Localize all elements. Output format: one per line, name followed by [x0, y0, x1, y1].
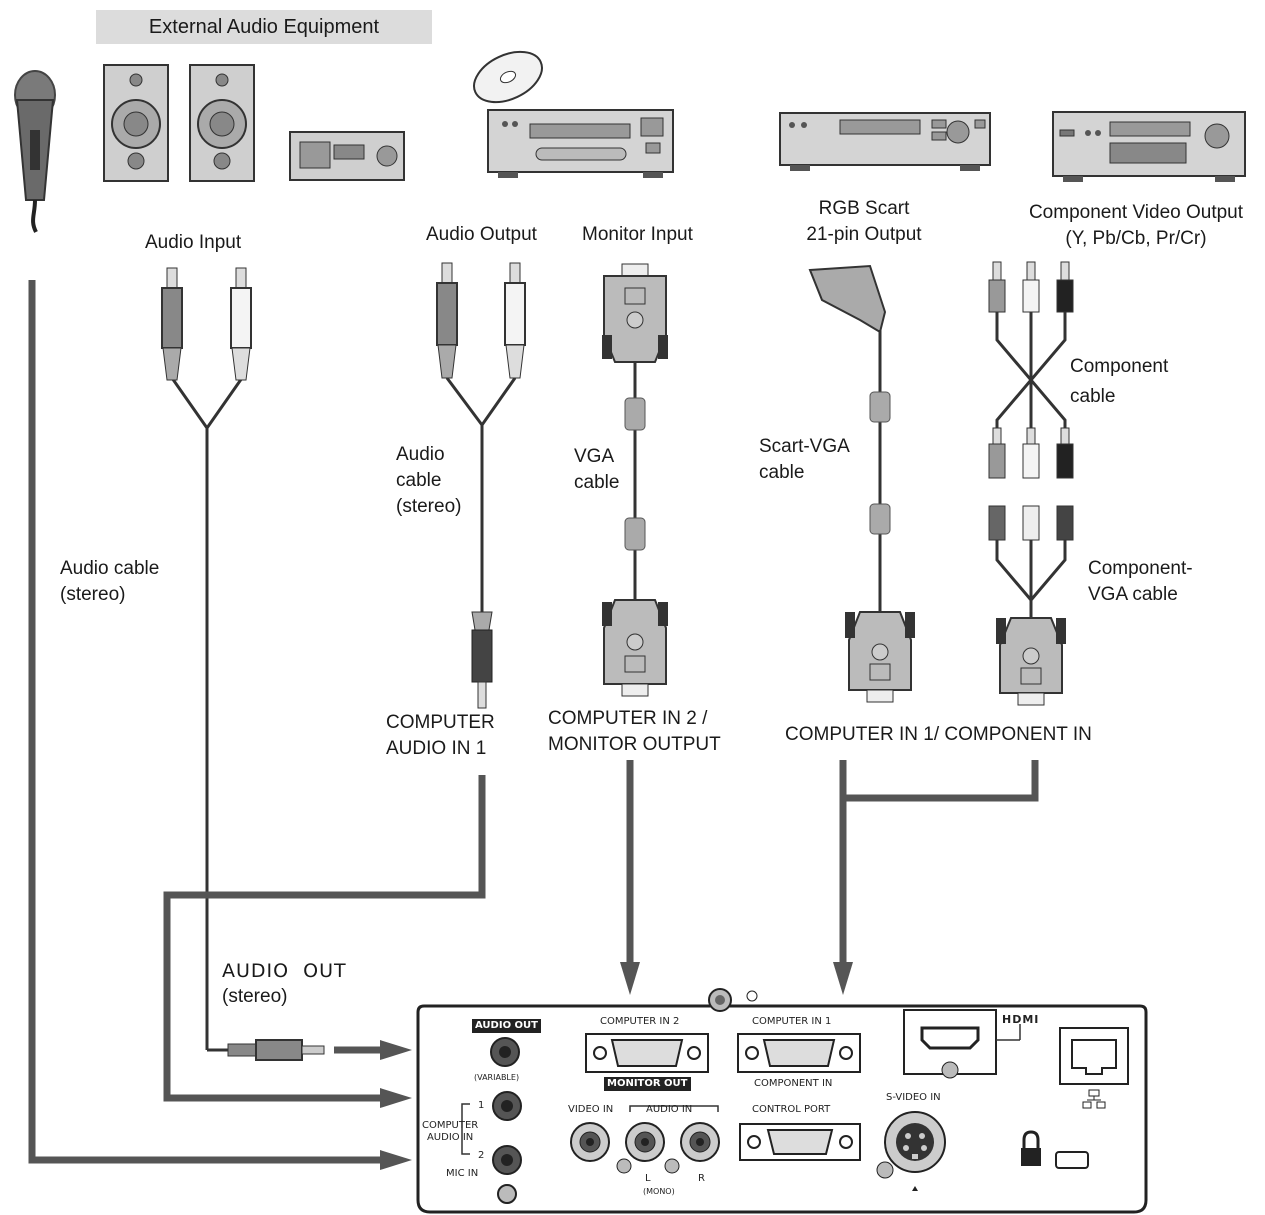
audio-out-stereo-label: AUDIO OUT (stereo)	[222, 958, 347, 1010]
rgb-scart-label: RGB Scart 21-pin Output	[784, 196, 944, 248]
external-audio-equipment-label: External Audio Equipment	[96, 10, 432, 44]
computer-in-2-port	[585, 1033, 709, 1073]
audio-cable-mid-line-1: Audio	[396, 444, 445, 465]
disc-icon	[473, 50, 543, 104]
computer-in-2-monitor-output-line-2: MONITOR OUTPUT	[548, 734, 721, 755]
security-slot	[1055, 1151, 1089, 1169]
panel-control-port-label: CONTROL PORT	[752, 1104, 831, 1115]
panel-screw-bottom-left	[497, 1184, 517, 1204]
dvd-player-icon	[487, 109, 674, 178]
panel-computer-in-1-label: COMPUTER IN 1	[752, 1016, 832, 1027]
computer-in-1-component-in-label: COMPUTER IN 1/ COMPONENT IN	[785, 724, 1092, 745]
component-video-output-label: Component Video Output (Y, Pb/Cb, Pr/Cr)	[1008, 200, 1264, 252]
audio-input-label: Audio Input	[145, 232, 242, 253]
audio-out-line-1: AUDIO OUT	[222, 960, 347, 982]
amplifier-icon	[289, 131, 405, 181]
component-cable	[988, 261, 1074, 706]
computer-audio-in-1-line-2: AUDIO IN 1	[386, 738, 487, 759]
component-vga-cable-line-2: VGA cable	[1088, 584, 1178, 605]
computer-in-1-line	[833, 760, 1039, 995]
audio-out-plug	[207, 1039, 412, 1061]
audio-in-bracket-top	[629, 1105, 719, 1112]
audio-output-label: Audio Output	[426, 224, 537, 245]
computer-in-1-port	[737, 1033, 861, 1073]
audio-cable-mid-line-3: (stereo)	[396, 496, 462, 517]
mic-in-jack	[492, 1145, 522, 1175]
rgb-scart-line-2: 21-pin Output	[806, 224, 922, 245]
vga-cable-line-2: cable	[574, 472, 620, 493]
computer-in-2-monitor-output-line-1: COMPUTER IN 2 /	[548, 708, 708, 729]
audio-cable-left-line-1: Audio cable	[60, 558, 160, 579]
panel-r-label: R	[698, 1173, 705, 1184]
audio-cable-left-line-2: (stereo)	[60, 584, 126, 605]
computer-audio-in-1-line-1: COMPUTER	[386, 712, 495, 733]
component-vga-cable-line-1: Component-	[1088, 558, 1193, 579]
panel-computer-audio-in-label: COMPUTER AUDIO IN	[422, 1120, 478, 1144]
panel-num-2-label: 2	[478, 1150, 485, 1161]
panel-audio-out-label: AUDIO OUT	[472, 1019, 541, 1033]
panel-monitor-out-label: MONITOR OUT	[604, 1077, 691, 1091]
component-cable-label: Component cable	[1070, 352, 1168, 412]
audio-output-rca-cable	[436, 262, 526, 709]
panel-video-in-label: VIDEO IN	[568, 1104, 614, 1115]
component-cable-line-1: Component	[1070, 356, 1169, 377]
panel-component-in-label: COMPONENT IN	[754, 1078, 833, 1089]
panel-computer-in-2-label: COMPUTER IN 2	[600, 1016, 680, 1027]
panel-variable-label: (VARIABLE)	[474, 1073, 520, 1082]
microphone-icon	[14, 70, 56, 233]
component-cable-line-2: cable	[1070, 386, 1116, 407]
panel-audio-in-label: AUDIO IN	[646, 1104, 693, 1115]
panel-s-video-in-label: S-VIDEO IN	[886, 1092, 941, 1103]
component-vga-cable-label: Component- VGA cable	[1088, 556, 1193, 608]
monitor-input-label: Monitor Input	[582, 224, 693, 245]
scart-vga-cable	[808, 264, 915, 703]
computer-in-2-line	[620, 760, 640, 995]
speaker-left-icon	[103, 64, 169, 182]
screw-icon	[664, 1158, 680, 1174]
panel-hdmi-label: HDMI	[1002, 1013, 1040, 1026]
vga-cable-label: VGA cable	[574, 444, 619, 496]
s-video-port	[876, 1111, 946, 1191]
scart-vga-cable-label: Scart-VGA cable	[759, 434, 850, 486]
panel-l-label: L	[645, 1173, 651, 1184]
audio-input-rca-cable	[161, 267, 252, 1050]
audio-out-jack	[490, 1037, 520, 1067]
vcr-icon	[779, 112, 991, 171]
rgb-scart-line-1: RGB Scart	[818, 198, 910, 219]
computer-audio-in-line	[163, 775, 486, 1108]
hdmi-port	[903, 1009, 997, 1079]
audio-in-l-jack	[625, 1122, 665, 1162]
scart-vga-cable-line-1: Scart-VGA	[759, 436, 850, 457]
panel-screw-top	[708, 988, 758, 1012]
audio-cable-mid-line-2: cable	[396, 470, 442, 491]
network-icon	[1082, 1089, 1106, 1109]
kensington-lock-icon	[1021, 1130, 1041, 1166]
computer-audio-in-1-label: COMPUTER AUDIO IN 1	[386, 710, 495, 762]
lan-port	[1059, 1027, 1129, 1085]
speaker-right-icon	[189, 64, 255, 182]
vga-cable-line-1: VGA	[574, 446, 615, 467]
audio-cable-stereo-mid-label: Audio cable (stereo)	[396, 442, 461, 520]
component-video-output-line-1: Component Video Output	[1028, 202, 1244, 223]
audio-in-bracket	[461, 1103, 470, 1155]
vga-cable	[602, 263, 668, 697]
audio-in-r-jack	[680, 1122, 720, 1162]
audio-cable-stereo-left-label: Audio cable (stereo)	[60, 556, 159, 608]
scart-vga-cable-line-2: cable	[759, 462, 805, 483]
screw-icon	[616, 1158, 632, 1174]
panel-mic-in-label: MIC IN	[446, 1168, 479, 1179]
computer-in-2-monitor-output-label: COMPUTER IN 2 / MONITOR OUTPUT	[548, 706, 721, 758]
panel-computer-audio-in-line-1: COMPUTER	[422, 1120, 479, 1131]
mic-cable	[28, 280, 412, 1170]
audio-out-line-2: (stereo)	[222, 986, 288, 1007]
panel-mono-label: (MONO)	[643, 1187, 675, 1196]
component-video-output-line-2: (Y, Pb/Cb, Pr/Cr)	[1065, 228, 1207, 249]
panel-computer-audio-in-line-2: AUDIO IN	[426, 1132, 474, 1143]
video-in-jack	[570, 1122, 610, 1162]
component-player-icon	[1052, 111, 1246, 182]
panel-num-1-label: 1	[478, 1100, 485, 1111]
computer-audio-in-1-jack	[492, 1091, 522, 1121]
control-port	[739, 1123, 861, 1161]
